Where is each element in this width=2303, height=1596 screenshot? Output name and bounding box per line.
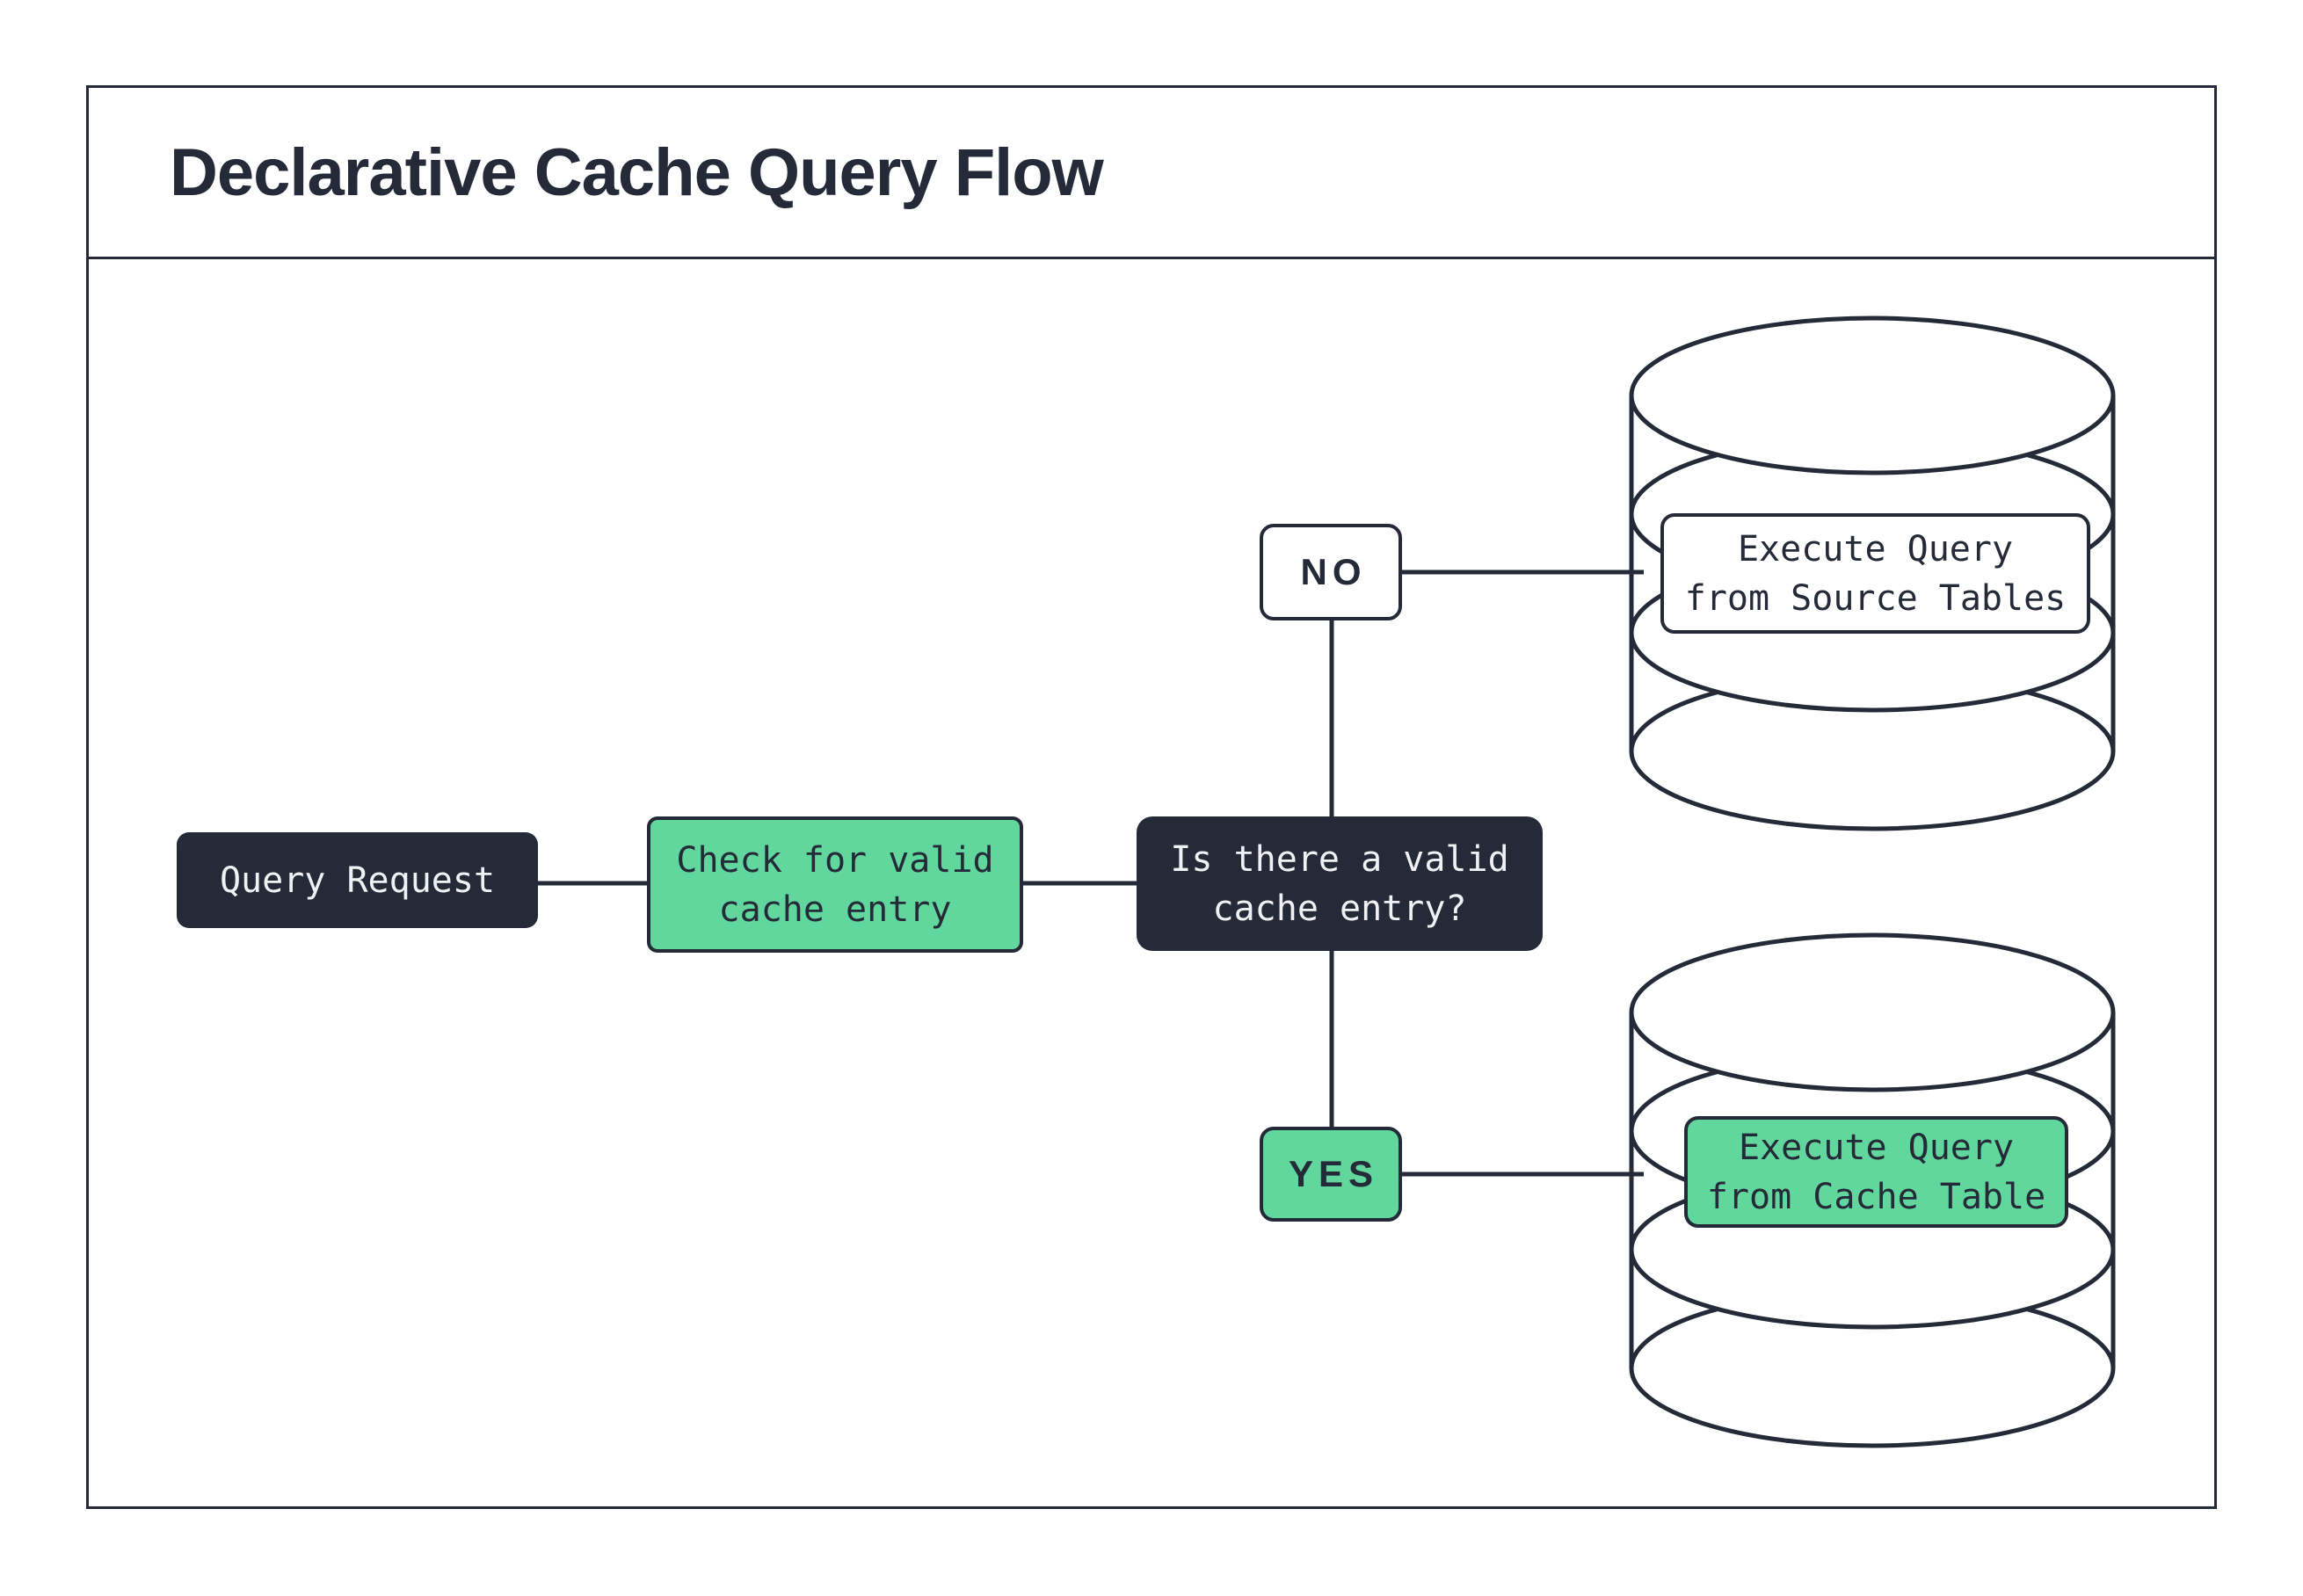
- node-check-cache: Check for valid cache entry: [647, 816, 1023, 953]
- node-label: Query Request: [219, 860, 496, 901]
- branch-label-text: NO: [1300, 551, 1367, 592]
- node-label-line: Execute Query: [1737, 528, 2014, 569]
- node-label-line: Execute Query: [1738, 1127, 2015, 1168]
- node-label-line: from Cache Table: [1706, 1176, 2046, 1217]
- page-title: Declarative Cache Query Flow: [170, 134, 1104, 210]
- diagram-header: Declarative Cache Query Flow: [89, 88, 2214, 259]
- diagram-frame: Declarative Cache Query Flow: [86, 85, 2217, 1509]
- node-label-line: from Source Tables: [1684, 577, 2067, 619]
- branch-label-yes: YES: [1260, 1127, 1402, 1222]
- node-execute-query-source-tables: Execute Query from Source Tables: [1660, 513, 2090, 634]
- node-label-line: Check for valid: [676, 839, 994, 881]
- node-label-line: cache entry?: [1212, 888, 1467, 929]
- branch-label-text: YES: [1288, 1153, 1379, 1194]
- branch-label-no: NO: [1260, 524, 1402, 620]
- node-query-request: Query Request: [177, 832, 538, 928]
- node-execute-query-cache-table: Execute Query from Cache Table: [1684, 1116, 2068, 1228]
- node-label-line: cache entry: [718, 889, 952, 930]
- node-label-line: Is there a valid: [1170, 838, 1509, 880]
- node-decision-valid-cache: Is there a valid cache entry?: [1137, 816, 1543, 951]
